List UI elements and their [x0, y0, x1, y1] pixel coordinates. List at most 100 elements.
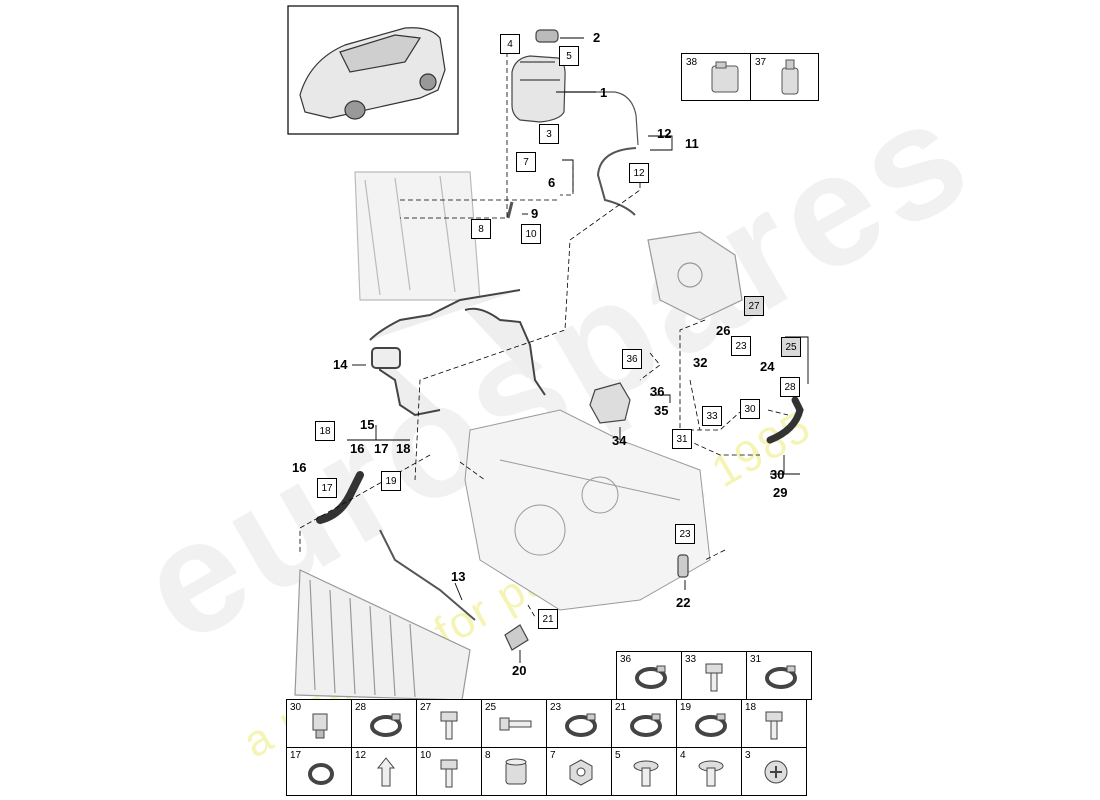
parts-table-cell: 31: [746, 651, 812, 700]
parts-table-cell: 7: [546, 747, 612, 796]
callout-label: 1: [600, 85, 608, 100]
connector-icon: [312, 713, 328, 739]
seal-ring-icon: [308, 763, 334, 785]
coolant-jerrycan-icon: [711, 61, 739, 93]
parts-table-cell: 12: [351, 747, 417, 796]
clip-icon: [376, 757, 396, 787]
boxed-label: 17: [317, 478, 337, 498]
radiator: [294, 569, 471, 701]
boxed-label: 33: [702, 406, 722, 426]
part-number: 31: [750, 654, 762, 665]
part-number: 3: [745, 750, 751, 761]
sensor-22: [677, 554, 689, 578]
boxed-label: 21: [538, 609, 558, 629]
part-number: 21: [615, 702, 627, 713]
callout-label: 17: [374, 441, 389, 456]
callout-label: 2: [593, 30, 601, 45]
bolt-icon: [499, 717, 532, 731]
part-number: 18: [745, 702, 757, 713]
part-number: 4: [680, 750, 686, 761]
part-number: 19: [680, 702, 692, 713]
part-number: 17: [290, 750, 302, 761]
pump-20: [504, 624, 529, 651]
nut-icon: [569, 759, 593, 786]
callout-label: 34: [612, 433, 627, 448]
parts-table-cell: 25: [481, 699, 547, 748]
boxed-label: 23: [675, 524, 695, 544]
part-number: 28: [355, 702, 367, 713]
part-number: 7: [550, 750, 556, 761]
boxed-label: 31: [672, 429, 692, 449]
part-number: 23: [550, 702, 562, 713]
boxed-label: 4: [500, 34, 520, 54]
callout-label: 14: [333, 357, 348, 372]
screw-head-icon: [764, 760, 788, 784]
callout-label: 18: [396, 441, 411, 456]
part-number: 36: [620, 654, 632, 665]
part-number: 5: [615, 750, 621, 761]
bolt-icon: [765, 711, 783, 740]
boxed-label: 19: [381, 471, 401, 491]
parts-table-cell: 21: [611, 699, 677, 748]
bolt-icon: [440, 759, 458, 788]
part-number: 33: [685, 654, 697, 665]
parts-table-cell: 8: [481, 747, 547, 796]
part-number: 10: [420, 750, 432, 761]
parts-table-cell: 33: [681, 651, 747, 700]
callout-label: 36: [650, 384, 665, 399]
bolt-icon: [705, 663, 723, 692]
parts-table-cell: 18: [741, 699, 807, 748]
callout-label: 6: [548, 175, 556, 190]
accessory-cell: 37: [751, 54, 819, 100]
part-number: 8: [485, 750, 491, 761]
callout-label: 35: [654, 403, 669, 418]
hose-clamp-icon: [565, 713, 597, 737]
boxed-label: 27: [744, 296, 764, 316]
part-number: 27: [420, 702, 432, 713]
callout-label: 26: [716, 323, 731, 338]
callout-label: 20: [512, 663, 527, 678]
callout-label: 22: [676, 595, 691, 610]
part-number: 25: [485, 702, 497, 713]
bolt-icon: [440, 711, 458, 740]
boxed-label: 28: [780, 377, 800, 397]
callout-label: 30: [770, 467, 785, 482]
thermostat-housing: [589, 382, 631, 424]
parts-table-cell: 4: [676, 747, 742, 796]
coolant-reservoir: [511, 29, 566, 123]
boxed-label: 8: [471, 219, 491, 239]
flange-bolt-icon: [698, 760, 724, 787]
boxed-label: 12: [629, 163, 649, 183]
parts-table-cell: 36: [616, 651, 682, 700]
hose-clamp-icon: [765, 665, 797, 689]
part-number: 30: [290, 702, 302, 713]
vehicle-thumbnail: [299, 27, 446, 120]
callout-label: 15: [360, 417, 375, 432]
parts-table-cell: 3: [741, 747, 807, 796]
part-number: 12: [355, 750, 367, 761]
fluid-bottle-icon: [781, 59, 799, 95]
boxed-label: 36: [622, 349, 642, 369]
callout-label: 24: [760, 359, 775, 374]
callout-label: 12: [657, 126, 672, 141]
parts-table-cell: 19: [676, 699, 742, 748]
parts-table-cell: 10: [416, 747, 482, 796]
radiator-support-frame: [354, 171, 481, 301]
hose-clamp-icon: [635, 665, 667, 689]
callout-label: 32: [693, 355, 708, 370]
parts-table-cell: 27: [416, 699, 482, 748]
accessory-number: 37: [755, 57, 767, 68]
parts-table-cell: 17: [286, 747, 352, 796]
boxed-label: 25: [781, 337, 801, 357]
flange-bolt-icon: [633, 760, 659, 787]
boxed-label: 30: [740, 399, 760, 419]
callout-label: 11: [685, 136, 699, 151]
accessory-box: 38 37: [681, 53, 819, 101]
boxed-label: 3: [539, 124, 559, 144]
accessory-number: 38: [686, 57, 698, 68]
parts-table-cell: 23: [546, 699, 612, 748]
boxed-label: 18: [315, 421, 335, 441]
spacer-sleeve-icon: [505, 758, 527, 785]
accessory-cell: 38: [682, 54, 751, 100]
boxed-label: 7: [516, 152, 536, 172]
